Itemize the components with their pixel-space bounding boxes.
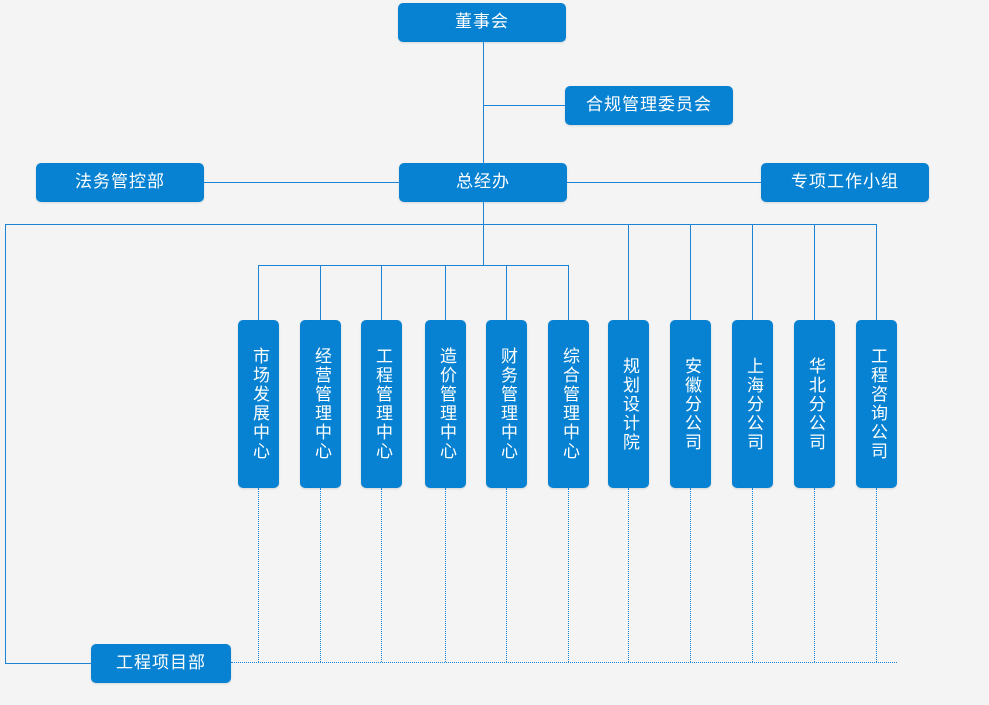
department-box-1[interactable]: 市场发展中心 (238, 320, 279, 488)
connector-drop-subsidiary-5 (876, 224, 877, 320)
connector-drop-center-1 (258, 265, 259, 320)
connector-gmo-to-taskforce (567, 182, 761, 183)
connector-drop-center-5 (506, 265, 507, 320)
node-compliance-committee[interactable]: 合规管理委员会 (565, 86, 733, 125)
department-box-8[interactable]: 安徽分公司 (670, 320, 711, 488)
connector-drop-subsidiary-1 (628, 224, 629, 320)
department-box-6[interactable]: 综合管理中心 (548, 320, 589, 488)
connector-compliance-to-spine (483, 105, 565, 106)
dotted-drop-5 (506, 488, 507, 662)
dotted-drop-4 (445, 488, 446, 662)
department-label-1: 市场发展中心 (249, 347, 269, 461)
department-box-11[interactable]: 工程咨询公司 (856, 320, 897, 488)
connector-drop-subsidiary-4 (814, 224, 815, 320)
dotted-drop-11 (876, 488, 877, 662)
dotted-drop-10 (814, 488, 815, 662)
node-board-of-directors-label: 董事会 (455, 12, 509, 32)
dotted-drop-9 (752, 488, 753, 662)
connector-legal-to-gmo (204, 182, 399, 183)
node-board-of-directors[interactable]: 董事会 (398, 3, 566, 42)
department-box-10[interactable]: 华北分公司 (794, 320, 835, 488)
node-engineering-project-department[interactable]: 工程项目部 (91, 644, 231, 683)
node-special-task-force-label: 专项工作小组 (791, 172, 899, 192)
connector-main-bus (5, 224, 877, 225)
department-label-5: 财务管理中心 (497, 347, 517, 461)
node-engineering-project-department-label: 工程项目部 (116, 653, 206, 673)
department-box-4[interactable]: 造价管理中心 (425, 320, 466, 488)
connector-drop-center-4 (445, 265, 446, 320)
node-compliance-committee-label: 合规管理委员会 (586, 95, 712, 115)
node-general-manager-office[interactable]: 总经办 (399, 163, 567, 202)
connector-main-bus-left-drop (5, 224, 6, 664)
connector-drop-subsidiary-2 (690, 224, 691, 320)
dotted-drop-6 (568, 488, 569, 662)
node-legal-control-department-label: 法务管控部 (75, 172, 165, 192)
dotted-connector-bus (231, 662, 897, 663)
dotted-drop-1 (258, 488, 259, 662)
connector-drop-center-3 (381, 265, 382, 320)
dotted-drop-7 (628, 488, 629, 662)
department-label-4: 造价管理中心 (436, 347, 456, 461)
department-box-2[interactable]: 经营管理中心 (300, 320, 341, 488)
department-box-5[interactable]: 财务管理中心 (486, 320, 527, 488)
department-box-9[interactable]: 上海分公司 (732, 320, 773, 488)
node-general-manager-office-label: 总经办 (456, 172, 510, 192)
department-label-9: 上海分公司 (743, 356, 763, 452)
connector-spine-to-inner-bus (483, 224, 484, 265)
node-special-task-force[interactable]: 专项工作小组 (761, 163, 929, 202)
department-box-3[interactable]: 工程管理中心 (361, 320, 402, 488)
connector-drop-center-2 (320, 265, 321, 320)
department-label-2: 经营管理中心 (311, 347, 331, 461)
dotted-drop-3 (381, 488, 382, 662)
dotted-drop-2 (320, 488, 321, 662)
connector-drop-subsidiary-3 (752, 224, 753, 320)
dotted-drop-8 (690, 488, 691, 662)
department-label-10: 华北分公司 (805, 356, 825, 452)
connector-board-to-gmo (483, 42, 484, 163)
department-label-11: 工程咨询公司 (867, 347, 887, 461)
department-label-3: 工程管理中心 (372, 347, 392, 461)
connector-inner-bus (258, 265, 569, 266)
connector-drop-center-6 (568, 265, 569, 320)
department-label-8: 安徽分公司 (681, 356, 701, 452)
department-label-7: 规划设计院 (619, 356, 639, 452)
department-label-6: 综合管理中心 (559, 347, 579, 461)
connector-left-drop-to-project-dept (5, 663, 91, 664)
connector-gmo-to-main-bus (483, 202, 484, 224)
node-legal-control-department[interactable]: 法务管控部 (36, 163, 204, 202)
department-box-7[interactable]: 规划设计院 (608, 320, 649, 488)
